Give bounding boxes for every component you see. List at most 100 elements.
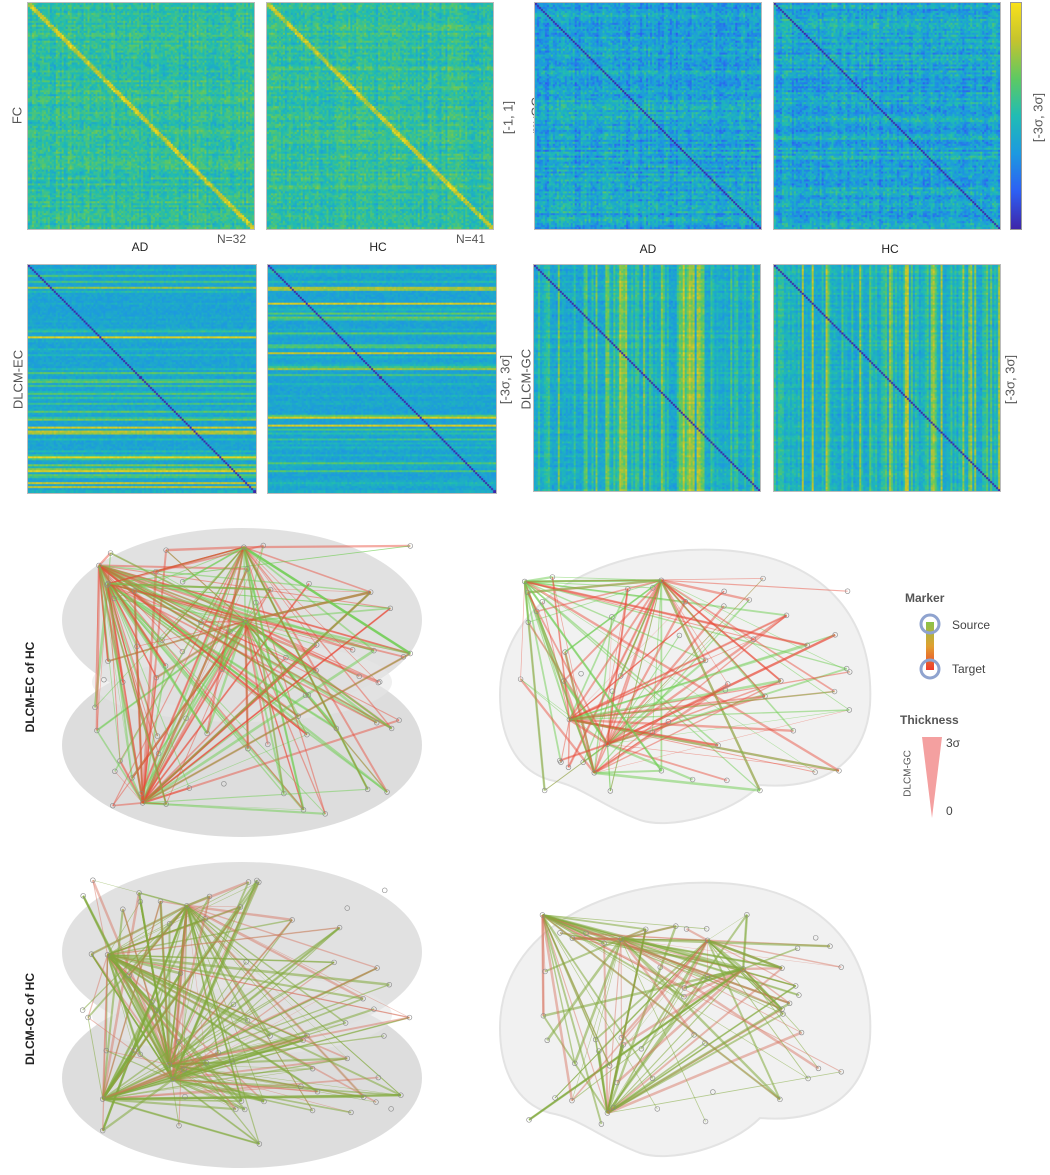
region-node [105, 658, 111, 664]
network-edge [606, 1002, 791, 1115]
region-node [521, 578, 528, 585]
region-node [96, 562, 102, 569]
region-node [170, 1076, 176, 1083]
network-edge [542, 914, 646, 931]
network-edge [607, 987, 685, 1114]
network-edge [544, 938, 622, 973]
network-edge [107, 582, 388, 793]
network-edge [107, 546, 244, 585]
region-node [384, 789, 390, 795]
region-node [620, 1042, 626, 1048]
region-node [230, 1001, 237, 1008]
network-edge [620, 938, 696, 1036]
network-edge [112, 802, 143, 807]
legend-max-label: 3σ [946, 736, 961, 750]
region-node [805, 1075, 811, 1082]
network-edge [524, 580, 719, 746]
network-edge [607, 744, 611, 791]
network-edge [595, 939, 709, 1041]
network-edge [168, 896, 211, 1065]
network-edge [564, 651, 596, 774]
network-edge [683, 967, 744, 998]
region-node [336, 924, 343, 931]
network-edge [172, 896, 210, 1080]
region-node [704, 926, 710, 932]
region-node [657, 964, 663, 970]
region-node [381, 1033, 387, 1039]
network-edge [102, 1052, 219, 1100]
region-node [558, 759, 564, 765]
region-node [100, 1127, 106, 1134]
network-edge [82, 905, 188, 1011]
network-edge [91, 905, 188, 955]
region-node [525, 619, 532, 626]
region-node [658, 577, 665, 584]
region-node [107, 550, 114, 556]
network-edge [524, 580, 840, 772]
network-edge [107, 906, 241, 956]
region-node [238, 1098, 245, 1104]
network-edge [142, 802, 167, 805]
network-edge [621, 938, 842, 968]
network-edge [542, 914, 796, 987]
region-node [591, 770, 597, 776]
region-node [780, 1011, 786, 1017]
region-node [375, 1074, 382, 1081]
region-node [792, 983, 799, 989]
dlcm-gc-matrix-hc [773, 264, 1001, 492]
network-edge [620, 938, 685, 998]
network-edge [186, 905, 241, 908]
network-edge [243, 544, 411, 549]
region-node [179, 579, 186, 585]
region-node [517, 676, 524, 682]
network-edge [542, 914, 658, 1110]
network-edge [523, 581, 562, 763]
dlcm-gc-range-label: [-3σ, 3σ] [1002, 354, 1018, 405]
network-edge [542, 913, 790, 1005]
region-node [847, 669, 853, 675]
network-edge [139, 1053, 174, 1081]
region-node [344, 1055, 350, 1062]
network-edge [142, 802, 304, 811]
network-edge [527, 579, 662, 594]
network-edge [102, 1016, 410, 1100]
region-node [838, 1069, 844, 1075]
region-node [153, 568, 159, 575]
region-node [177, 970, 184, 977]
network-edge [168, 967, 378, 1066]
fc-n-hc-label: N=41 [456, 232, 486, 246]
region-node [398, 1092, 404, 1098]
network-edge [707, 940, 809, 1079]
region-node [159, 637, 165, 643]
network-edge [661, 579, 750, 602]
network-edge [244, 621, 285, 794]
region-node [565, 764, 572, 771]
network-edge [245, 620, 375, 652]
region-node [681, 994, 687, 1000]
network-edge [141, 568, 249, 804]
network-edge [528, 622, 608, 745]
network-edge [107, 583, 190, 789]
region-node [396, 717, 402, 723]
region-node [166, 1061, 172, 1068]
region-node [760, 575, 766, 582]
network-edge [569, 615, 787, 720]
network-edge [593, 680, 782, 774]
network-edge [98, 565, 159, 754]
network-edge [107, 583, 391, 609]
network-edge [607, 599, 750, 745]
network-edge [243, 546, 369, 790]
network-edge [526, 591, 609, 745]
network-edge [660, 579, 687, 603]
region-node [665, 718, 672, 725]
brain-ec-axial [42, 525, 442, 840]
region-node [618, 1034, 625, 1041]
region-node [129, 775, 135, 781]
network-edge [178, 905, 188, 1126]
region-node [298, 1083, 304, 1090]
region-node [154, 733, 161, 739]
region-node [596, 1048, 602, 1054]
region-node [305, 692, 312, 698]
network-edge [520, 581, 525, 680]
region-node [540, 1013, 547, 1019]
